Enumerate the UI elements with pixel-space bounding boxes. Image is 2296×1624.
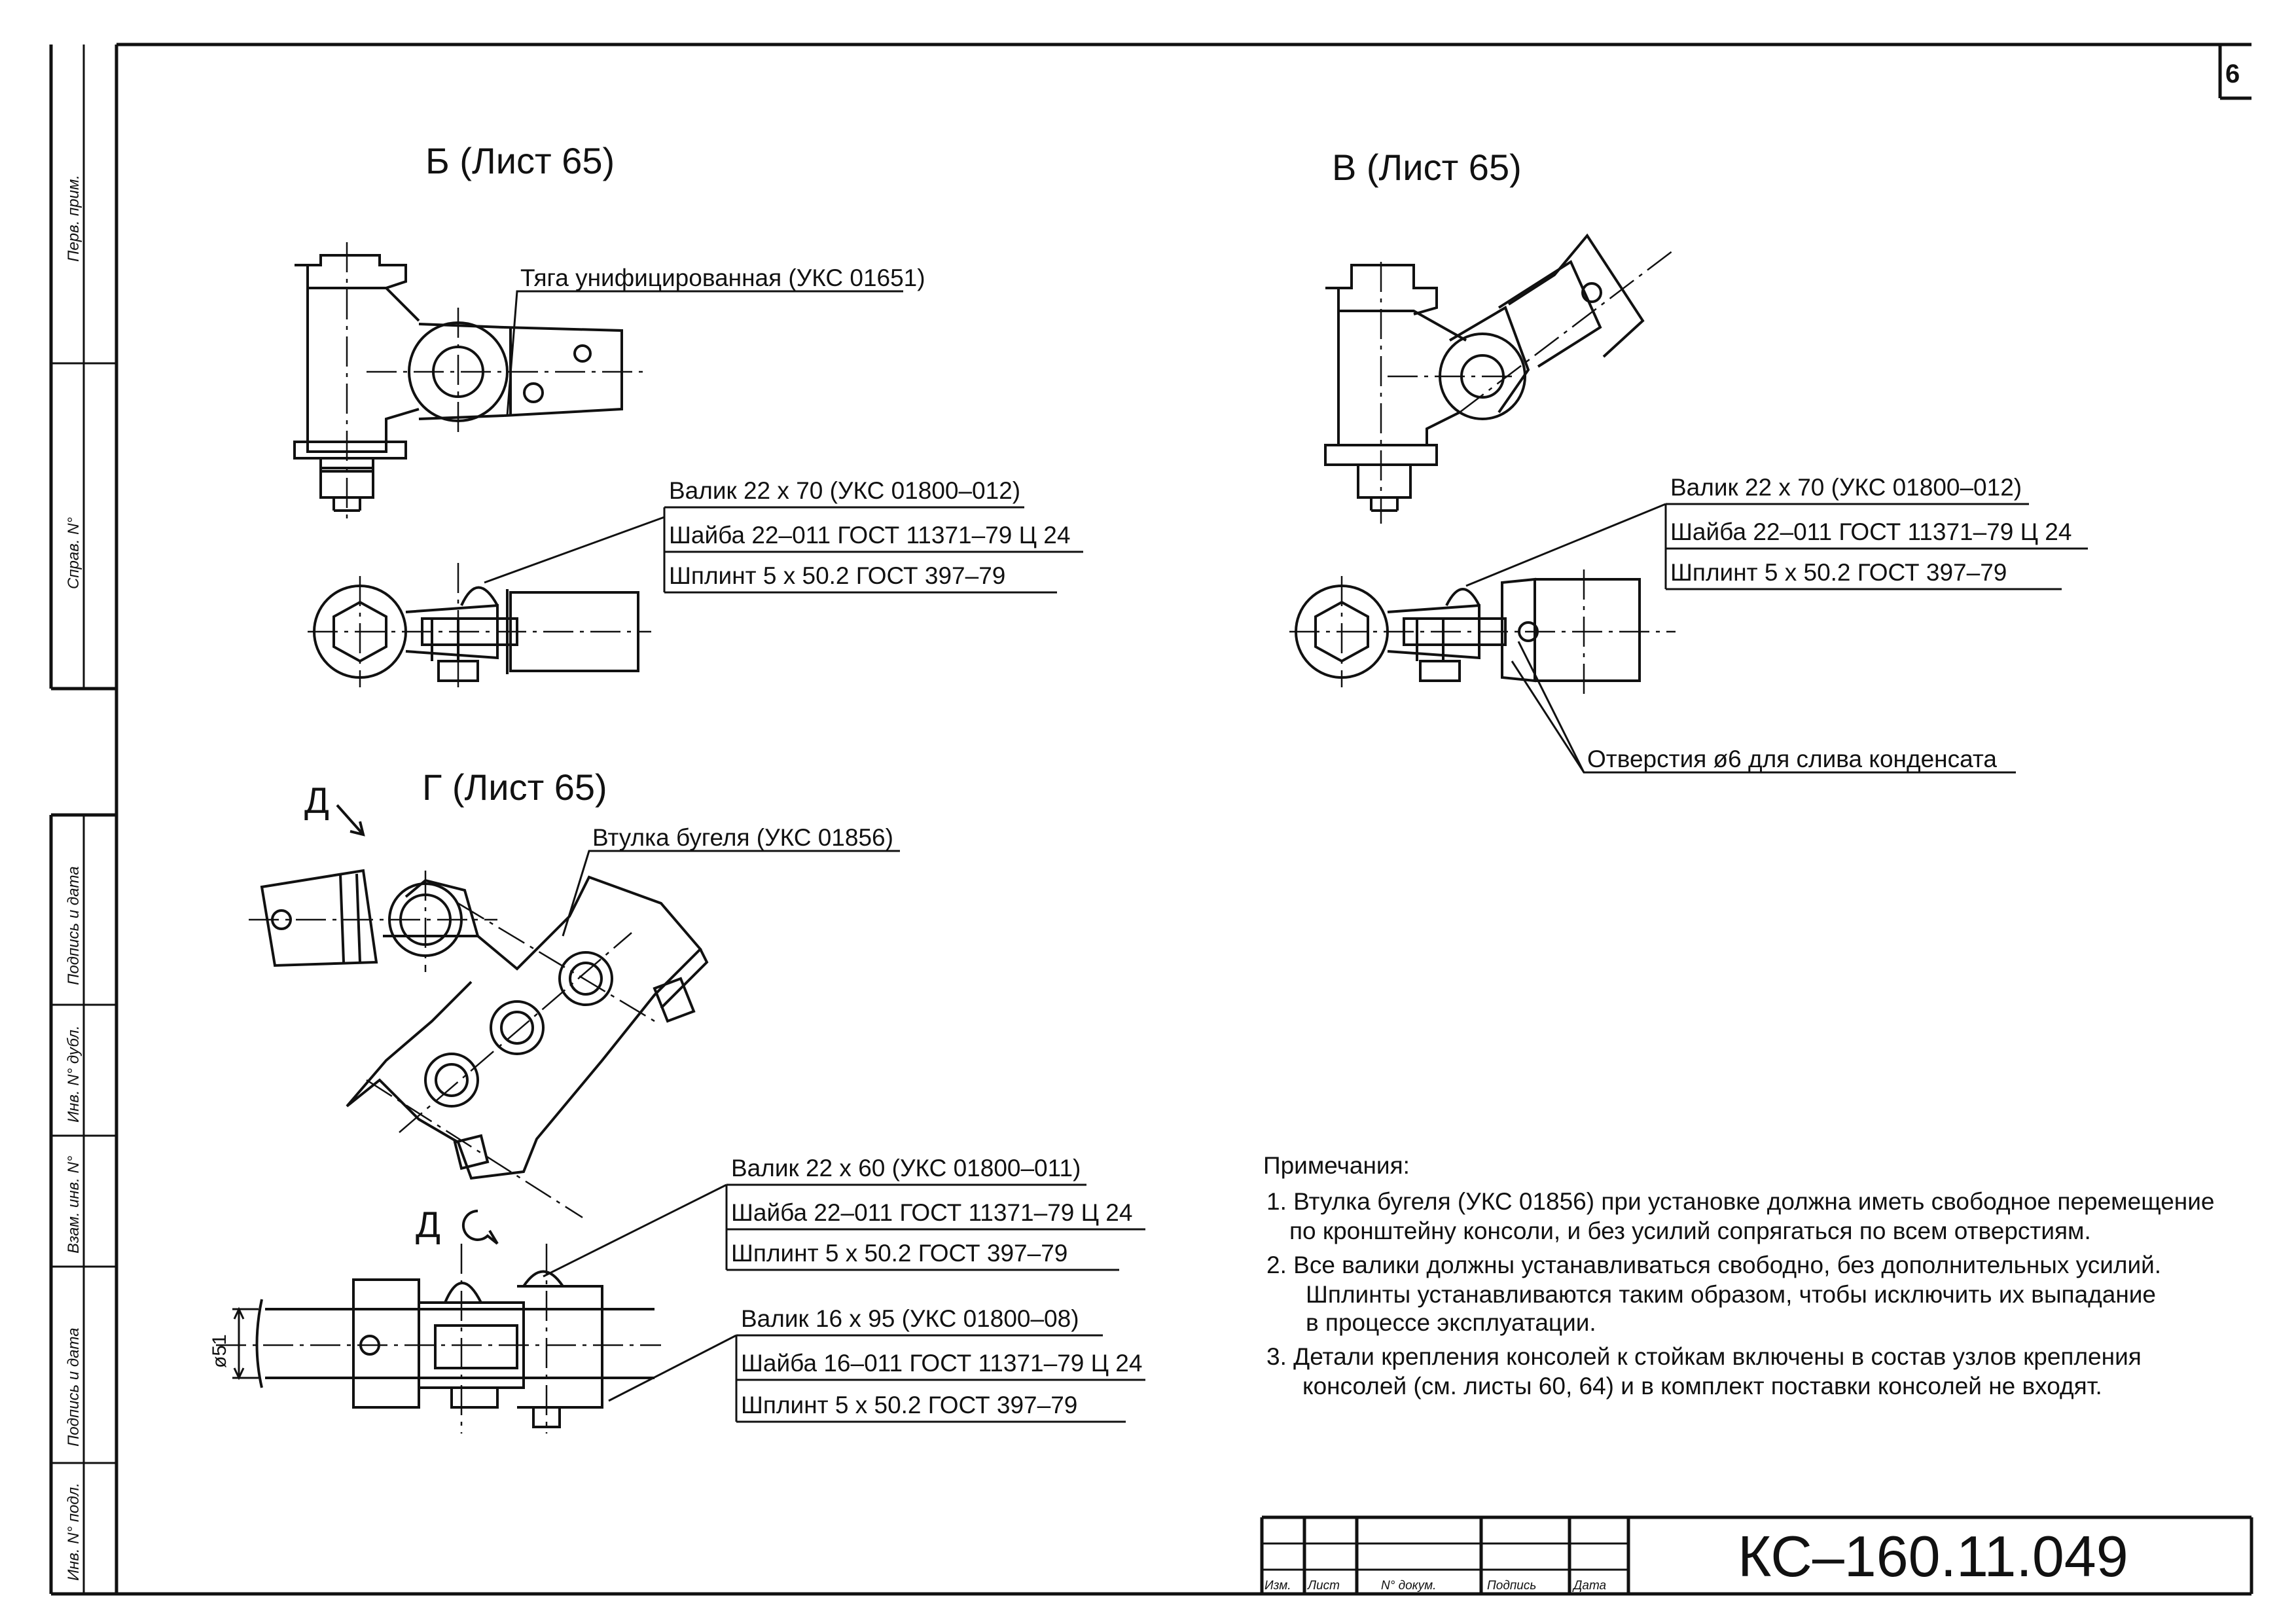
notes-heading: Примечания: (1263, 1152, 1410, 1179)
dim-d51: ø51 (209, 1334, 230, 1368)
view-g-parts-b-leader (608, 1334, 737, 1402)
view-b-part-cotter: Шплинт 5 x 50.2 ГОСТ 397–79 (669, 562, 1005, 589)
view-g-part-b-cotter: Шплинт 5 x 50.2 ГОСТ 397–79 (741, 1392, 1077, 1418)
note-line-2: по кронштейну консоли, и без усилий сопр… (1289, 1218, 2091, 1244)
note-line-5: в процессе эксплуатации. (1306, 1309, 1596, 1336)
view-g-part-a-washer: Шайба 22–011 ГОСТ 11371–79 Ц 24 (731, 1199, 1132, 1226)
view-v-part-pin: Валик 22 x 70 (УКС 01800–012) (1670, 474, 2022, 501)
note-line-1: 1. Втулка бугеля (УКС 01856) при установ… (1266, 1188, 2214, 1215)
view-g-title: Г (Лист 65) (422, 767, 607, 808)
note-line-4: Шплинты устанавливаются таким образом, ч… (1306, 1281, 2156, 1308)
side-label-podpis-1: Подпись и дата (65, 866, 82, 985)
view-g-sleeve-label: Втулка бугеля (УКС 01856) (592, 824, 893, 851)
view-b-parts-shelf (663, 506, 1083, 594)
view-g-part-b-washer: Шайба 16–011 ГОСТ 11371–79 Ц 24 (741, 1350, 1142, 1377)
view-v-elevation (1324, 233, 1676, 524)
note-line-3: 2. Все валики должны устанавливаться сво… (1266, 1252, 2161, 1278)
view-b-plan (308, 563, 651, 687)
view-g-part-a-cotter: Шплинт 5 x 50.2 ГОСТ 397–79 (731, 1240, 1067, 1267)
view-d-plan (216, 1244, 661, 1434)
view-b-title: Б (Лист 65) (425, 140, 615, 181)
side-label-inv-podl: Инв. N° подл. (65, 1483, 82, 1581)
note-line-7: консолей (см. листы 60, 64) и в комплект… (1302, 1373, 2102, 1399)
side-label-podpis-2: Подпись и дата (65, 1327, 82, 1447)
view-g-part-a-pin: Валик 22 x 60 (УКС 01800–011) (731, 1155, 1081, 1182)
view-g-part-b-pin: Валик 16 x 95 (УКС 01800–08) (741, 1305, 1079, 1332)
view-b-part-pin: Валик 22 x 70 (УКС 01800–012) (669, 477, 1020, 504)
view-v-title: В (Лист 65) (1332, 147, 1522, 188)
view-v-hole-label: Отверстия ø6 для слива конденсата (1587, 746, 1997, 772)
view-g-parts-a-leader (543, 1183, 727, 1278)
note-line-6: 3. Детали крепления консолей к стойкам в… (1266, 1343, 2142, 1370)
tb-header-data: Дата (1572, 1579, 1606, 1593)
drawing-code: КС–160.11.049 (1738, 1524, 2128, 1589)
side-label-vzam: Взам. инв. N° (65, 1155, 82, 1254)
side-label-perv: Перв. прим. (65, 175, 82, 262)
view-g-parts-a-shelf (725, 1183, 1145, 1271)
view-v-parts-leader (1465, 503, 1666, 587)
view-d-label: Д (416, 1204, 440, 1245)
view-g-arrow-label: Д (304, 780, 329, 821)
sheet-number: 6 (2225, 60, 2240, 88)
tb-header-dokum: N° докум. (1381, 1579, 1436, 1593)
side-label-sprav: Справ. N° (65, 517, 82, 589)
tb-header-podpis: Подпись (1487, 1579, 1536, 1593)
view-v-plan (1289, 569, 1676, 694)
view-v-hole-leader-b (1517, 641, 1585, 773)
view-d-rotation-icon (461, 1209, 499, 1245)
tb-header-izm: Изм. (1265, 1579, 1291, 1593)
tb-header-list: Лист (1306, 1579, 1340, 1593)
title-block (1260, 1515, 2251, 1594)
side-label-inv-dubl: Инв. N° дубл. (65, 1025, 82, 1123)
view-v-parts-shelf (1664, 503, 2088, 590)
view-b-rod-label: Тяга унифицированная (УКС 01651) (520, 264, 925, 291)
view-b-parts-leader (484, 516, 665, 584)
sheet-frame (115, 43, 2253, 1596)
view-v-part-cotter: Шплинт 5 x 50.2 ГОСТ 397–79 (1670, 559, 2007, 586)
view-b-part-washer: Шайба 22–011 ГОСТ 11371–79 Ц 24 (669, 522, 1070, 549)
view-g-bracket (249, 869, 709, 1219)
view-v-part-washer: Шайба 22–011 ГОСТ 11371–79 Ц 24 (1670, 518, 2072, 545)
view-g-parts-b-shelf (735, 1334, 1145, 1423)
side-strip (49, 45, 117, 1596)
view-b-rod-leader (506, 290, 903, 416)
view-g-arrow (336, 804, 365, 837)
view-b-elevation (293, 242, 648, 524)
view-g-sleeve-leader (562, 850, 900, 937)
